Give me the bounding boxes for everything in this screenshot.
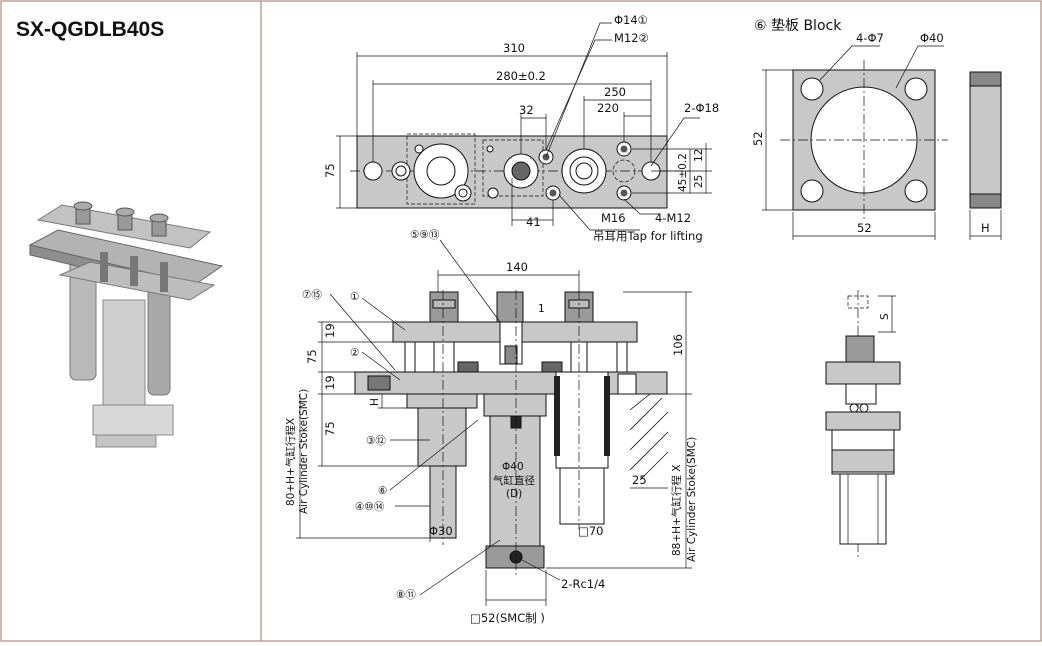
dim-250: 250 — [604, 85, 626, 99]
callout-3-12: ③⑫ — [366, 435, 386, 447]
model-title: SX-QGDLB40S — [16, 18, 164, 41]
product-photo — [28, 201, 224, 448]
dim-25-front: 25 — [632, 473, 647, 487]
callout-m12: M12② — [614, 31, 649, 45]
label-lifting: 吊耳用Tap for lifting — [593, 229, 703, 243]
callout-6: ⑥ — [378, 485, 387, 497]
block-view — [762, 45, 1002, 240]
stroke-right-1: 88+H+气缸行程 X — [670, 465, 683, 556]
cyl-label-3: (D) — [506, 488, 522, 500]
label-m16: M16 — [601, 211, 626, 225]
dim-280: 280±0.2 — [496, 69, 546, 83]
stroke-left-1: 80+H+气缸行程X — [284, 418, 297, 506]
dim-220: 220 — [597, 101, 619, 115]
front-view — [296, 239, 692, 606]
callout-4-10-14: ④⑩⑭ — [355, 501, 385, 513]
label-4phi7: 4-Φ7 — [856, 31, 884, 45]
dim-140: 140 — [506, 260, 528, 274]
callout-1: ① — [350, 291, 359, 303]
stroke-left-2: Air Cylinder Stoke(SMC) — [298, 389, 310, 514]
dim-45: 45±0.2 — [677, 153, 689, 192]
dim-32: 32 — [519, 103, 534, 117]
dim-52-v: 52 — [751, 131, 765, 146]
dim-1: 1 — [538, 303, 545, 315]
dim-106: 106 — [671, 334, 685, 356]
dim-phi30: Φ30 — [429, 524, 453, 538]
dim-41: 41 — [526, 215, 541, 229]
dim-310: 310 — [503, 41, 525, 55]
dim-19a: 19 — [323, 323, 337, 338]
callout-7-15: ⑦⑮ — [302, 289, 322, 301]
dim-h-block: H — [981, 221, 990, 235]
stroke-right-2: Air Cylinder Stoke(SMC) — [686, 437, 698, 562]
dim-sq70: □70 — [578, 524, 604, 538]
label-phi40: Φ40 — [920, 31, 944, 45]
dim-52-h: 52 — [857, 221, 872, 235]
label-4m12: 4-M12 — [655, 211, 691, 225]
side-view — [825, 290, 901, 560]
dim-12: 12 — [693, 149, 705, 162]
dim-2phi18: 2-Φ18 — [684, 101, 719, 115]
callout-phi14: Φ14① — [614, 13, 648, 27]
dim-s: S — [879, 313, 891, 320]
dim-75b: 75 — [323, 421, 337, 436]
top-view — [336, 22, 712, 231]
block-title: ⑥ 垫板 Block — [754, 18, 842, 34]
callout-8-11: ⑧⑪ — [396, 589, 416, 601]
dim-19b: 19 — [323, 375, 337, 390]
callout-2: ② — [350, 347, 359, 359]
cyl-label-1: Φ40 — [502, 461, 524, 473]
dim-sq52: □52(SMC制 ) — [470, 611, 545, 625]
dim-75a: 75 — [305, 349, 319, 364]
port-label: 2-Rc1/4 — [561, 577, 605, 591]
dim-75-top: 75 — [323, 163, 337, 178]
dim-25-top: 25 — [693, 175, 705, 188]
cyl-label-2: 气缸直径 — [493, 474, 535, 487]
dim-h-front: H — [369, 398, 381, 406]
callout-5-9-13: ⑤⑨⑬ — [410, 229, 440, 241]
